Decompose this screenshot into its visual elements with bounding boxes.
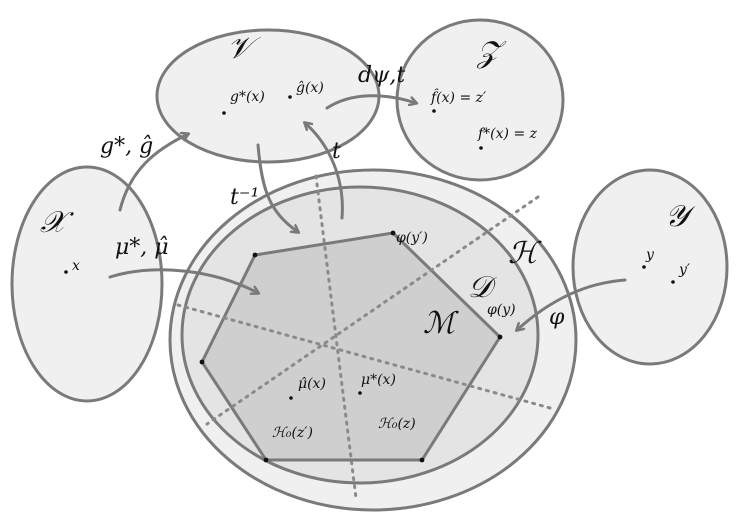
vertex-point	[199, 359, 205, 365]
label-f-hat: f̂(x) = z′	[430, 88, 487, 106]
label-mu-hat-x: μ̂(x)	[298, 376, 326, 392]
dotted-line-1	[314, 174, 358, 500]
arrow-g	[118, 134, 188, 212]
arrow-mu	[108, 268, 258, 293]
label-x: x	[72, 258, 80, 274]
arrow-d	[325, 94, 416, 110]
label-g-star-x: g*(x)	[230, 89, 265, 105]
label-phi-y-prime: φ(y′)	[396, 230, 428, 246]
dotted-line-2	[205, 195, 540, 426]
label-set-M: ℳ	[423, 306, 459, 341]
label-g-hat-x: ĝ(x)	[296, 79, 324, 96]
vertex-point	[263, 457, 269, 463]
label-arrow-t-inverse: t⁻¹	[230, 185, 259, 210]
vertex-point	[390, 230, 396, 236]
label-phi-y: φ(y)	[487, 302, 516, 318]
label-arrow-t: t	[332, 139, 341, 164]
arrow-t	[305, 123, 344, 220]
label-f-star: f*(x) = z	[477, 126, 538, 142]
point-x	[64, 270, 68, 274]
label-y: y	[645, 247, 655, 263]
label-arrow-mu: μ*, μ̂	[115, 235, 169, 260]
point-mu-hat	[289, 396, 293, 400]
label-set-H: ℋ	[508, 236, 542, 271]
point-f-star	[479, 146, 483, 150]
arrow-t-inverse	[256, 143, 298, 232]
point-f-hat	[432, 109, 436, 113]
set-Y-ellipse	[571, 168, 729, 366]
label-arrow-d: dψ,t	[358, 63, 405, 88]
label-arrow-phi: φ	[549, 305, 565, 330]
dotted-line-3	[176, 303, 552, 410]
set-X-ellipse	[10, 165, 164, 403]
point-mu-star	[358, 391, 362, 395]
label-H0-z: ℋ₀(z)	[378, 416, 416, 432]
vertex-point	[252, 252, 258, 258]
point-y-prime	[671, 280, 675, 284]
label-y-prime: y′	[678, 262, 691, 278]
label-H0-z-prime: ℋ₀(z′)	[272, 425, 313, 441]
point-g-hat	[288, 95, 292, 99]
point-y	[642, 265, 646, 269]
set-V-ellipse	[155, 28, 381, 164]
label-mu-star-x: μ*(x)	[361, 372, 396, 388]
set-Z-ellipse	[395, 18, 565, 182]
point-g-star	[222, 111, 226, 115]
label-arrow-g: g*, ĝ	[100, 134, 153, 159]
vertex-point	[419, 457, 425, 463]
arrow-phi	[517, 278, 627, 330]
vertex-point	[497, 334, 503, 340]
